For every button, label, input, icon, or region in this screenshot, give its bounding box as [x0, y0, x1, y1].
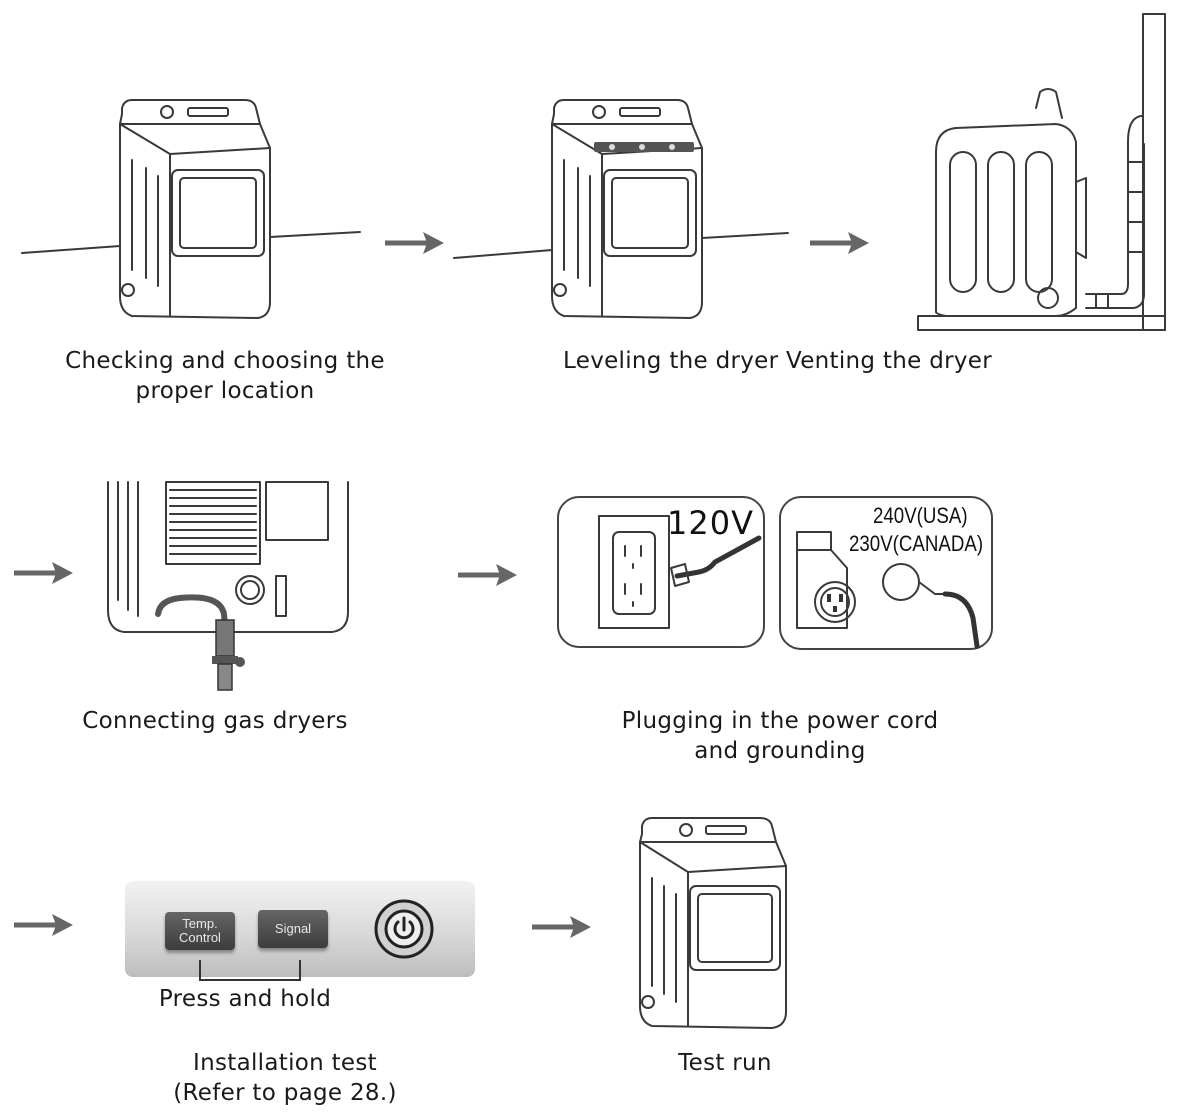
caption-location: Checking and choosing the proper locatio… [40, 346, 410, 406]
dryer-test-run-illustration [639, 817, 787, 1029]
power-button-icon[interactable] [373, 898, 435, 960]
arrow-right-icon [458, 564, 517, 586]
label-240v: 240V(USA) [873, 503, 968, 528]
caption-line: (Refer to page 28.) [173, 1080, 397, 1106]
press-hold-bracket [199, 960, 301, 981]
caption-line: Installation test [193, 1050, 377, 1076]
outlet-240v-illustration [796, 531, 980, 649]
caption-line: and grounding [694, 738, 866, 764]
arrow-right-icon [14, 914, 73, 936]
arrow-right-icon [385, 232, 444, 254]
caption-line: Checking and choosing the [65, 348, 385, 374]
dryer-venting-illustration [917, 13, 1166, 331]
caption-line: Plugging in the power cord [621, 708, 939, 734]
arrow-right-icon [810, 232, 869, 254]
temp-control-button[interactable]: Temp. Control [165, 912, 235, 950]
caption-line: Test run [678, 1050, 772, 1076]
temp-control-label-line2: Control [179, 930, 221, 945]
arrow-right-icon [14, 562, 73, 584]
gas-connection-illustration [107, 481, 349, 691]
caption-line: proper location [135, 378, 315, 404]
press-and-hold-label: Press and hold [158, 986, 332, 1012]
outlet-120v-illustration [598, 515, 762, 629]
caption-install-test: Installation test (Refer to page 28.) [150, 1048, 420, 1108]
caption-level-vent: Leveling the dryer Venting the dryer [540, 346, 1015, 376]
caption-power: Plugging in the power cord and grounding [590, 706, 970, 766]
label-230v: 230V(CANADA) [849, 531, 984, 556]
caption-test-run: Test run [640, 1048, 810, 1078]
signal-button[interactable]: Signal [258, 910, 328, 948]
caption-line: Leveling the dryer Venting the dryer [563, 348, 992, 374]
dryer-location-illustration [21, 99, 361, 319]
arrow-right-icon [532, 916, 591, 938]
caption-gas: Connecting gas dryers [40, 706, 390, 736]
signal-label: Signal [274, 921, 312, 936]
dryer-leveling-illustration [453, 99, 789, 319]
label-120v: 120V [667, 504, 754, 542]
outlet-240v-panel: 240V(USA) 230V(CANADA) [779, 496, 993, 650]
temp-control-label-line1: Temp. [182, 916, 218, 931]
caption-line: Connecting gas dryers [82, 708, 348, 734]
outlet-120v-panel: 120V [557, 496, 765, 648]
